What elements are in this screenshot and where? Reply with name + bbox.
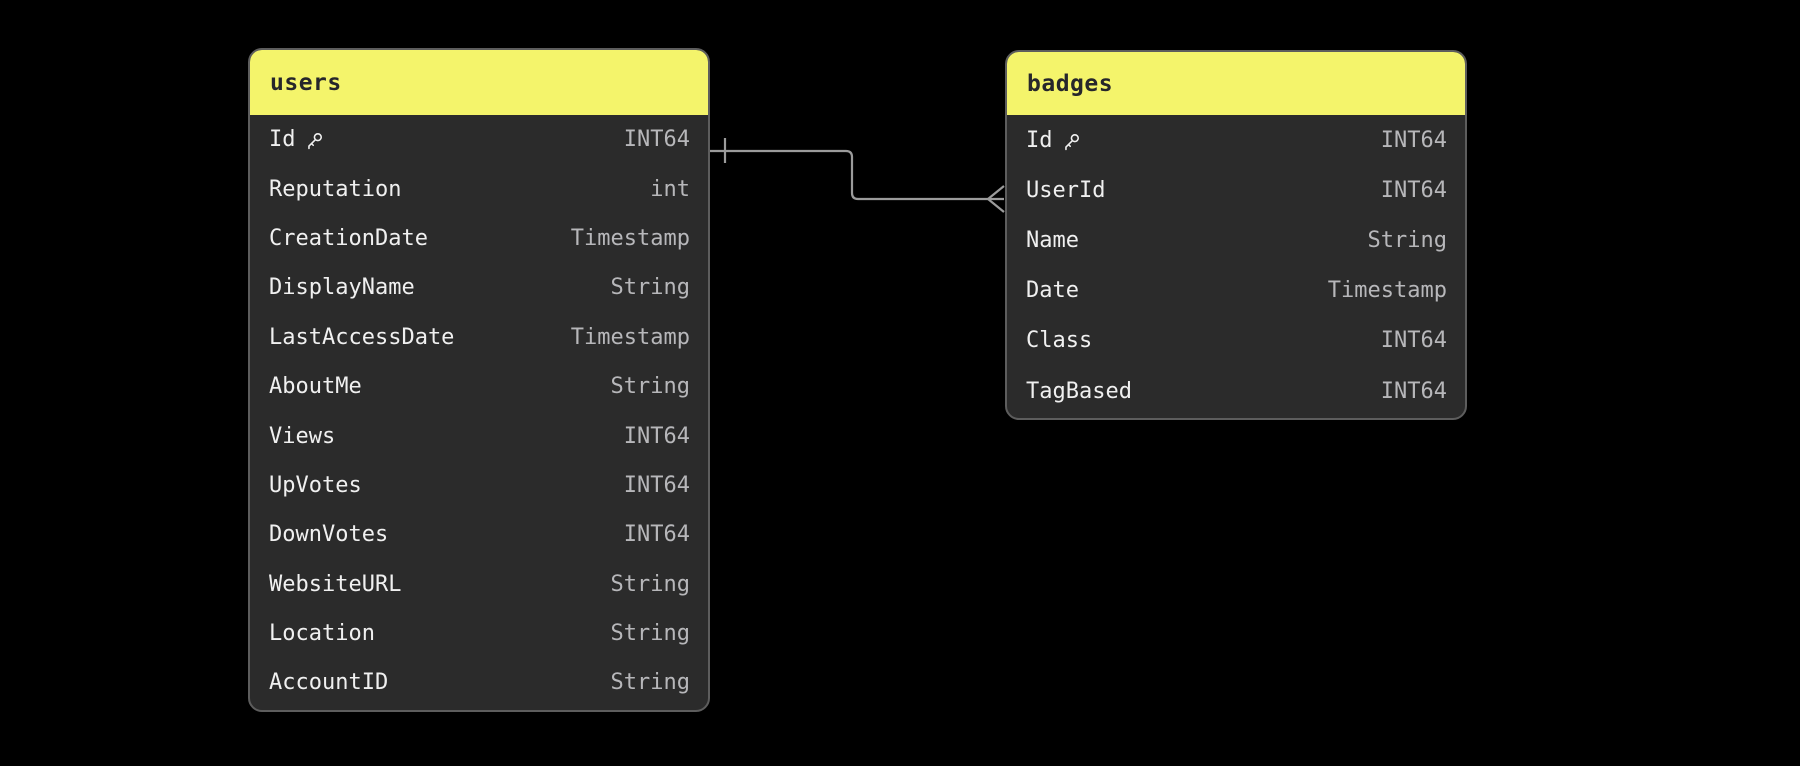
field-type: Timestamp [570, 225, 690, 251]
field-name: Id [269, 127, 296, 153]
table-header-users[interactable]: users [250, 50, 708, 115]
field-type: INT64 [623, 423, 690, 449]
field-row-users-creationdate[interactable]: CreationDate Timestamp [250, 214, 708, 263]
field-type: INT64 [1380, 177, 1447, 203]
field-name: Reputation [269, 176, 402, 202]
field-name: UserId [1026, 177, 1106, 203]
field-row-users-views[interactable]: Views INT64 [250, 411, 708, 460]
field-name: DownVotes [269, 522, 389, 548]
field-row-users-accountid[interactable]: AccountID String [250, 658, 708, 707]
relationship-line[interactable] [706, 149, 1004, 201]
field-type: String [610, 374, 690, 400]
field-name: UpVotes [269, 472, 362, 498]
field-type: INT64 [623, 472, 690, 498]
field-name: TagBased [1026, 378, 1132, 404]
field-name: Views [269, 423, 336, 449]
field-row-users-upvotes[interactable]: UpVotes INT64 [250, 461, 708, 510]
field-type: String [1367, 227, 1447, 253]
table-card-users[interactable]: users Id INT64 Reputation int CreationDa… [248, 48, 710, 712]
field-name: Name [1026, 227, 1079, 253]
field-name: LastAccessDate [269, 324, 455, 350]
field-row-users-lastaccessdate[interactable]: LastAccessDate Timestamp [250, 313, 708, 362]
field-row-badges-tagbased[interactable]: TagBased INT64 [1007, 366, 1465, 416]
field-row-badges-date[interactable]: Date Timestamp [1007, 266, 1465, 316]
primary-key-icon [305, 131, 324, 150]
field-type: int [650, 176, 690, 202]
field-row-users-id[interactable]: Id INT64 [250, 115, 708, 164]
field-type: INT64 [623, 522, 690, 548]
field-name: DisplayName [269, 275, 415, 301]
field-row-users-aboutme[interactable]: AboutMe String [250, 362, 708, 411]
crow-foot-many-marker [986, 185, 1005, 213]
field-type: INT64 [623, 127, 690, 153]
field-row-badges-id[interactable]: Id INT64 [1007, 115, 1465, 165]
field-type: Timestamp [1327, 278, 1447, 304]
table-header-badges[interactable]: badges [1007, 52, 1465, 115]
field-type: INT64 [1380, 378, 1447, 404]
table-title: users [270, 69, 342, 96]
field-row-users-websiteurl[interactable]: WebsiteURL String [250, 560, 708, 609]
field-type: INT64 [1380, 127, 1447, 153]
table-body-badges: Id INT64 UserId INT64 Name String Date T… [1007, 115, 1465, 418]
field-type: String [610, 670, 690, 696]
field-name: Id [1026, 127, 1053, 153]
field-row-badges-name[interactable]: Name String [1007, 215, 1465, 265]
field-row-badges-class[interactable]: Class INT64 [1007, 316, 1465, 366]
field-name: Date [1026, 278, 1079, 304]
table-body-users: Id INT64 Reputation int CreationDate Tim… [250, 115, 708, 710]
field-row-badges-userid[interactable]: UserId INT64 [1007, 165, 1465, 215]
table-card-badges[interactable]: badges Id INT64 UserId INT64 Name String… [1005, 50, 1467, 421]
field-type: String [610, 571, 690, 597]
field-type: String [610, 621, 690, 647]
field-row-users-displayname[interactable]: DisplayName String [250, 263, 708, 312]
field-name: Location [269, 621, 375, 647]
field-name: AboutMe [269, 374, 362, 400]
field-type: INT64 [1380, 328, 1447, 354]
field-type: String [610, 275, 690, 301]
field-name: AccountID [269, 670, 389, 696]
field-row-users-downvotes[interactable]: DownVotes INT64 [250, 510, 708, 559]
primary-key-icon [1062, 132, 1081, 151]
field-type: Timestamp [570, 324, 690, 350]
table-title: badges [1027, 70, 1114, 97]
field-row-users-reputation[interactable]: Reputation int [250, 164, 708, 213]
field-name: CreationDate [269, 225, 428, 251]
field-row-users-location[interactable]: Location String [250, 609, 708, 658]
field-name: WebsiteURL [269, 571, 402, 597]
field-name: Class [1026, 328, 1093, 354]
